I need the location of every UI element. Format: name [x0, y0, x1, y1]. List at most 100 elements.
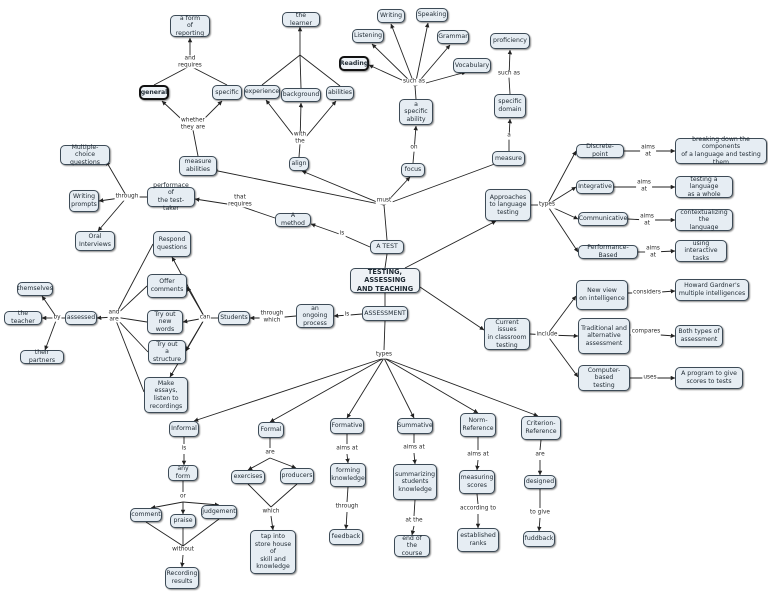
node-writing[interactable]: Writing: [377, 9, 405, 23]
node-summative[interactable]: Summative: [397, 418, 433, 434]
node-program-to-give-scores[interactable]: A program to give scores to tests: [675, 367, 743, 389]
connector: [270, 515, 275, 531]
node-assessment[interactable]: ASSESSMENT: [362, 306, 408, 321]
node-norm-reference[interactable]: Norm- Reference: [460, 413, 496, 437]
node-oral-interviews[interactable]: Oral Interviews: [75, 231, 115, 251]
connector: [383, 357, 479, 414]
connector: [269, 357, 385, 423]
node-multiple-choice-questions[interactable]: Multiple-choice questions: [60, 144, 110, 166]
node-new-view-on-intelligence[interactable]: New view on intelligence: [576, 280, 628, 310]
node-current-issues[interactable]: Current issues in classroom testing: [484, 318, 530, 350]
node-their-partners[interactable]: their partners: [20, 349, 64, 364]
connector: [41, 295, 58, 319]
node-both-types-of-assessment[interactable]: Both types of assessment: [675, 325, 723, 347]
node-approaches-to-language-testing[interactable]: Approaches to language testing: [485, 189, 531, 221]
node-reading[interactable]: Reading: [339, 56, 369, 71]
connector: [383, 320, 386, 351]
connector: [153, 65, 191, 86]
node-performance-based[interactable]: Performance-Based: [578, 244, 638, 259]
node-testing-assessing-teaching[interactable]: TESTING, ASSESSING AND TEACHING: [350, 268, 420, 293]
node-designed[interactable]: designed: [524, 475, 556, 489]
node-measuring-scores[interactable]: measuring scores: [459, 470, 495, 494]
node-try-out-a-structure[interactable]: Try out a structure: [148, 340, 186, 364]
node-computer-based-testing[interactable]: Computer-based testing: [578, 365, 630, 391]
node-themselves[interactable]: themselves: [17, 282, 53, 296]
node-comment[interactable]: comment: [130, 508, 162, 522]
connector: [269, 457, 297, 469]
node-the-learner[interactable]: the learner: [282, 12, 320, 27]
node-students[interactable]: Students: [218, 311, 250, 325]
node-vocabulary[interactable]: Vocabulary: [453, 58, 491, 73]
node-measure-abilities[interactable]: measure abilities: [179, 156, 217, 176]
node-align[interactable]: align: [289, 157, 309, 171]
connector: [546, 204, 579, 253]
connector: [539, 439, 542, 451]
node-abilities[interactable]: abilities: [326, 86, 354, 100]
node-the-teacher[interactable]: the teacher: [4, 310, 42, 325]
node-summarizing-students-knowledge[interactable]: summarizing students knowledge: [393, 464, 437, 500]
link-through-perf: through: [114, 193, 140, 201]
node-testing-language-as-whole[interactable]: testing a language as a whole: [675, 176, 733, 198]
node-specific[interactable]: specific: [212, 85, 242, 100]
node-howard-gardner[interactable]: Howard Gardner's multiple intelligences: [675, 279, 749, 301]
node-proficiency[interactable]: proficiency: [490, 33, 530, 49]
node-exercises[interactable]: exercises: [231, 470, 265, 484]
node-performance-of-test-taker[interactable]: performace of the test-taker: [147, 182, 195, 212]
node-formative[interactable]: Formative: [330, 418, 364, 434]
node-tap-into-store-house[interactable]: tap into store house of skill and knowle…: [250, 530, 296, 574]
link-are-formal: are: [264, 449, 276, 457]
node-producers[interactable]: producers: [280, 468, 314, 484]
node-focus[interactable]: focus: [401, 163, 425, 177]
node-a-method[interactable]: A method: [275, 212, 311, 227]
node-specific-domain[interactable]: specific domain: [494, 94, 526, 118]
link-at-the: at the: [404, 517, 424, 525]
node-formal[interactable]: Formal: [258, 422, 284, 438]
node-writing-prompts[interactable]: Writing prompts: [69, 190, 99, 212]
node-speaking[interactable]: Speaking: [416, 8, 448, 22]
link-or: or: [179, 493, 187, 501]
node-general[interactable]: general: [139, 85, 169, 100]
connector: [346, 357, 385, 419]
node-established-ranks[interactable]: established ranks: [457, 528, 499, 552]
node-experience[interactable]: experience: [244, 85, 280, 99]
node-end-of-the-course[interactable]: end of the course: [394, 535, 430, 557]
node-integrative[interactable]: Integrative: [576, 180, 614, 194]
node-an-ongoing-process[interactable]: an ongoing process: [296, 304, 334, 328]
node-forming-knowledge[interactable]: forming knowledge: [330, 463, 366, 487]
connector: [247, 457, 271, 471]
node-feedback[interactable]: feedback: [329, 529, 363, 545]
link-and-requires: and requires: [177, 55, 203, 69]
node-breaking-down-components[interactable]: breaking down the components of a langua…: [675, 136, 767, 166]
node-try-out-new-words[interactable]: Try out new words: [147, 310, 183, 334]
node-listening[interactable]: Listening: [352, 29, 384, 43]
node-any-form[interactable]: any form: [168, 465, 198, 481]
node-informal[interactable]: Informal: [169, 421, 199, 437]
connector: [390, 23, 416, 87]
connector: [414, 85, 417, 100]
node-respond-questions[interactable]: Respond questions: [153, 231, 191, 257]
node-a-form-of-reporting[interactable]: a form of reporting: [170, 15, 210, 37]
connector: [537, 517, 542, 532]
node-make-essays[interactable]: Make essays, listen to recordings: [144, 377, 188, 413]
link-can: can: [198, 314, 212, 322]
node-praise[interactable]: praise: [170, 514, 196, 528]
node-communicative[interactable]: Communicative: [578, 212, 628, 226]
node-judgement[interactable]: judgement: [201, 505, 237, 519]
node-measure[interactable]: measure: [492, 151, 525, 166]
node-a-test[interactable]: A TEST: [370, 240, 404, 254]
node-criterion-reference[interactable]: Criterion- Reference: [521, 416, 561, 440]
node-using-interactive-tasks[interactable]: using interactive tasks: [675, 240, 727, 262]
connector: [193, 357, 385, 422]
node-traditional-alternative-assessment[interactable]: Traditional and alternative assessment: [578, 318, 630, 354]
node-a-specific-ability[interactable]: a specific ability: [399, 99, 433, 125]
node-grammar[interactable]: Grammar: [437, 30, 469, 44]
node-background[interactable]: background: [281, 88, 321, 102]
connector: [413, 499, 416, 517]
connector: [344, 511, 349, 530]
node-discrete-point[interactable]: Discrete-point: [576, 143, 624, 158]
node-recording-results[interactable]: Recording results: [165, 567, 199, 589]
node-assessed[interactable]: assessed: [65, 311, 97, 325]
node-contextualizing-language[interactable]: contextualizing the language: [675, 209, 733, 231]
node-offer-comments[interactable]: Offer comments: [147, 274, 187, 298]
node-fuddback[interactable]: fuddback: [523, 531, 555, 547]
